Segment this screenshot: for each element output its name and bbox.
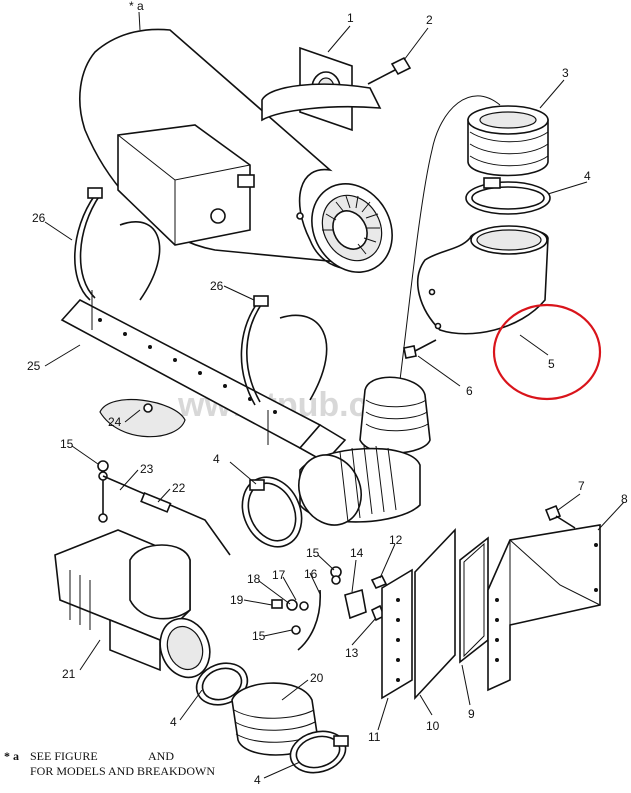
callout-20: 20 [310,671,324,685]
callout-2: 2 [426,13,433,27]
highlight-circle [492,303,602,401]
callout-22: 22 [172,481,186,495]
screen-panel [459,536,489,664]
footnote-line1-a: SEE FIGURE [30,749,98,763]
callout-10: 10 [426,719,440,733]
mounting-rail [60,290,347,464]
callout-4-top: 4 [584,169,591,183]
callout-4-bottom: 4 [254,773,261,787]
callout-14: 14 [350,546,364,560]
footnote-line2: FOR MODELS AND BREAKDOWN [30,764,215,778]
callout-12: 12 [389,533,403,547]
callout-21: 21 [62,667,76,681]
heater-body [79,28,393,273]
outlet-hood [487,524,601,692]
footnote-line1-b: AND [148,749,174,763]
callout-19: 19 [230,593,244,607]
control-linkage [97,460,231,556]
callout-23: 23 [140,462,154,476]
footnote-marker: * a [4,749,19,763]
callout-26-right: 26 [210,279,224,293]
callout-24: 24 [108,415,122,429]
hose-clamp-top [465,177,551,215]
plate-panel [414,528,456,701]
callout-6: 6 [466,384,473,398]
callout-15-lower: 15 [252,629,266,643]
mounting-flange [261,46,382,132]
callout-17: 17 [272,568,286,582]
callout-15-right: 15 [306,546,320,560]
callout-4-middle: 4 [213,452,220,466]
callout-4-lower: 4 [170,715,177,729]
screw [403,339,437,359]
callout-13: 13 [345,646,359,660]
hose-clamp-lower [195,662,249,706]
elbow-duct [417,225,549,335]
flex-hose-top [467,105,549,177]
callout-labels: * a 1 2 3 4 5 6 7 8 9 10 11 12 13 14 15 … [27,0,628,787]
callout-26-left: 26 [32,211,46,225]
hose-clamp-bottom [289,730,349,774]
callout-3: 3 [562,66,569,80]
grommet-pad [99,399,186,438]
hood-screw [544,504,576,529]
callout-9: 9 [468,707,475,721]
hanger-strap-left [74,187,161,301]
hanger-strap-right [240,295,328,406]
callout-1: 1 [347,11,354,25]
callout-7: 7 [578,479,585,493]
bolt-screw [367,56,412,85]
gasket-panel [381,568,413,700]
callout-16: 16 [304,567,318,581]
callout-15-left: 15 [60,437,74,451]
callout-star-a: * a [129,0,144,13]
small-hardware [271,566,388,651]
leader-lines [44,11,625,779]
flex-hose-center [298,376,431,526]
callout-11: 11 [368,730,381,744]
callout-8: 8 [621,492,628,506]
callout-25: 25 [27,359,41,373]
hose-clamp-middle [241,476,303,548]
sensor-tube [399,95,501,381]
callout-18: 18 [247,572,261,586]
footnote: * a SEE FIGURE AND FOR MODELS AND BREAKD… [4,749,215,778]
callout-5: 5 [548,357,555,371]
damper-adapter [54,529,211,679]
